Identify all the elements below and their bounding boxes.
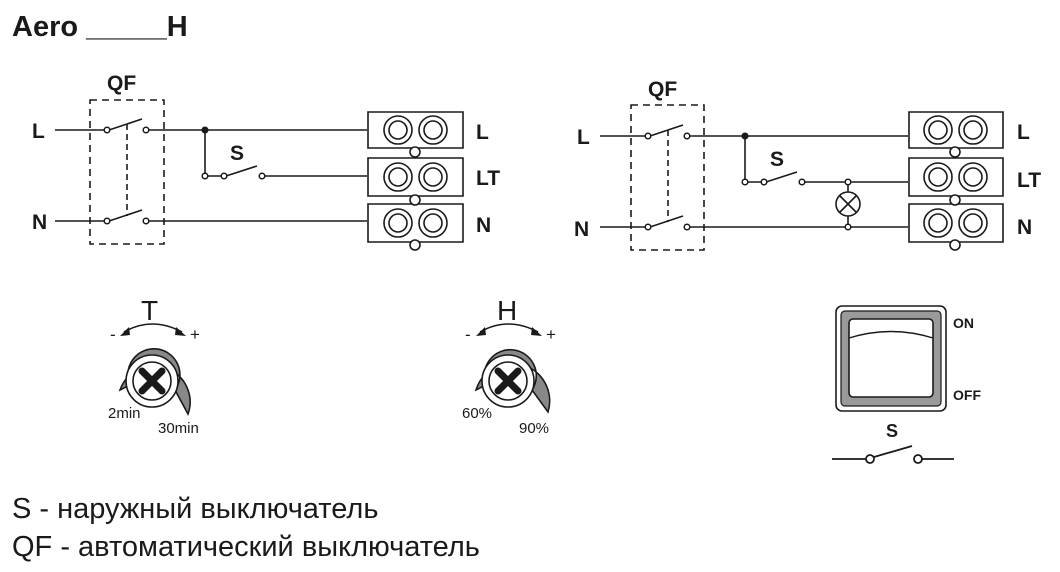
left-terminal-block — [367, 111, 464, 251]
right-l-input-label: L — [577, 126, 590, 149]
left-qf-label: QF — [107, 72, 136, 95]
timer-knob-letter: T — [141, 295, 158, 326]
left-n-input-label: N — [32, 211, 47, 234]
rocker-switch: ON OFF S — [832, 305, 981, 464]
switch-on-label: ON — [953, 315, 974, 331]
right-terminal-lt-label: LT — [1017, 169, 1041, 192]
left-schematic-nodes — [103, 126, 266, 225]
timer-knob-min-label: 2min — [108, 405, 141, 422]
right-s-label: S — [770, 148, 784, 171]
humidity-knob-screw-icon — [494, 367, 522, 395]
right-terminal-l-label: L — [1017, 121, 1030, 144]
switch-symbol-label: S — [886, 421, 898, 441]
humidity-knob-min-label: 60% — [462, 405, 492, 422]
humidity-knob: H - + 60% 90% — [462, 295, 556, 437]
right-n-input-label: N — [574, 218, 589, 241]
switch-off-label: OFF — [953, 387, 981, 403]
right-qf-breaker-box — [630, 104, 705, 251]
left-schematic — [55, 99, 367, 245]
humidity-knob-letter: H — [497, 295, 517, 326]
right-schematic — [600, 104, 908, 251]
left-terminal-n-label: N — [476, 214, 491, 237]
left-s-label: S — [230, 142, 244, 165]
timer-knob-max-label: 30min — [158, 420, 199, 437]
indicator-lamp — [835, 191, 861, 217]
timer-knob-plus: + — [190, 325, 200, 344]
timer-knob: T - + 2min 30min — [108, 295, 200, 437]
left-qf-breaker-box — [89, 99, 165, 245]
right-terminal-n-label: N — [1017, 216, 1032, 239]
right-schematic-nodes — [644, 132, 852, 231]
left-terminal-lt-label: LT — [476, 167, 500, 190]
legend-qf: QF - автоматический выключатель — [12, 531, 480, 563]
left-terminal-l-label: L — [476, 121, 489, 144]
timer-knob-minus: - — [110, 325, 116, 344]
humidity-knob-max-label: 90% — [519, 420, 549, 437]
timer-knob-screw-icon — [138, 367, 166, 395]
legend-s: S - наружный выключатель — [12, 493, 379, 525]
right-terminal-block — [908, 111, 1004, 251]
switch-symbol-icon — [832, 445, 954, 464]
model-title: Aero _____H — [12, 11, 188, 43]
humidity-knob-plus: + — [546, 325, 556, 344]
left-l-input-label: L — [32, 120, 45, 143]
humidity-knob-minus: - — [465, 325, 471, 344]
right-qf-label: QF — [648, 78, 677, 101]
